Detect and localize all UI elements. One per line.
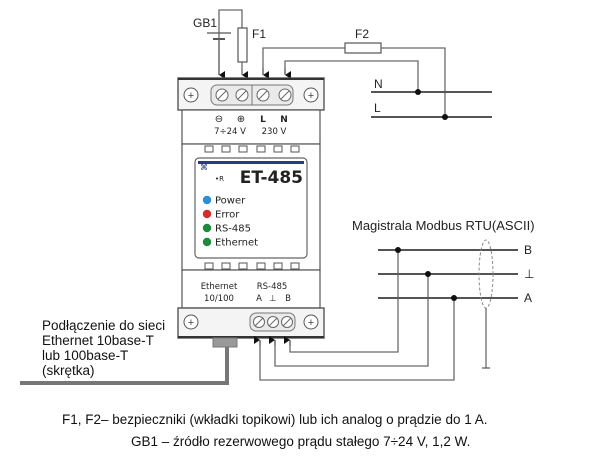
bus-b-label: B: [524, 243, 532, 257]
fuse-f1: F1: [237, 27, 266, 79]
bus-gnd-label: ⊥: [524, 267, 534, 281]
l-terminal-label: L: [260, 115, 266, 125]
note-line: Ethernet 10base-T: [42, 333, 154, 348]
led-label: Error: [215, 210, 240, 221]
note-line: lub 100base-T: [42, 348, 129, 363]
led-label: RS-485: [215, 224, 251, 235]
mains-l-label: L: [374, 101, 381, 115]
mount-screw-icon: +: [188, 90, 194, 102]
reset-label: •R: [215, 175, 224, 183]
note-line: Podłączenie do sieci: [42, 318, 166, 333]
rs485-screw-icons: [253, 316, 293, 328]
f1-label: F1: [252, 27, 266, 41]
ethernet-speed-label: 10/100: [204, 294, 234, 304]
mount-screw-icon: +: [188, 317, 194, 329]
led-ethernet-icon: [202, 237, 212, 247]
mains-n-label: N: [374, 77, 383, 91]
bus-title: Magistrala Modbus RTU(ASCII): [352, 218, 535, 233]
led-label: Power: [215, 196, 246, 207]
rs485-a-label: A: [256, 294, 262, 304]
rs485-wiring: [254, 250, 455, 381]
rs485-gnd-label: ⊥: [269, 294, 276, 304]
bus-a-label: A: [524, 291, 532, 305]
mains-wiring: F2 N L: [262, 27, 492, 120]
modbus-bus: Magistrala Modbus RTU(ASCII) B ⊥ A: [352, 218, 535, 369]
minus-symbol: ⊖: [215, 114, 223, 125]
bottom-terminal-block: Ethernet 10/100 RS-485 A ⊥ B + +: [177, 269, 325, 339]
rs485-port-label: RS-485: [257, 282, 288, 292]
led-rs-485-icon: [202, 223, 212, 233]
gb1-label: GB1: [193, 16, 217, 30]
mount-screw-icon: +: [308, 317, 314, 329]
led-label: Ethernet: [215, 238, 258, 249]
n-terminal-label: N: [280, 115, 288, 125]
battery-gb1: GB1: [193, 9, 243, 79]
battery-caption: GB1 – źródło rezerwowego prądu stałego 7…: [131, 434, 471, 449]
ethernet-cable: [20, 337, 238, 385]
vent-slots: [204, 145, 300, 270]
dc-voltage-label: 7÷24 V: [214, 127, 246, 137]
led-power-icon: [202, 195, 212, 205]
f2-label: F2: [355, 27, 369, 41]
ac-voltage-label: 230 V: [262, 127, 287, 137]
ethernet-port-label: Ethernet: [201, 282, 238, 292]
fuse-caption: F1, F2– bezpieczniki (wkładki topikowi) …: [62, 412, 488, 427]
mount-screw-icon: +: [308, 90, 314, 102]
note-line: (skrętka): [42, 363, 95, 378]
terminal-screw-icons: [215, 88, 292, 102]
brand-logo-icon: ⌘: [200, 163, 208, 172]
device-model: ET-485: [240, 168, 303, 188]
ethernet-connection-note: Podłączenie do sieci Ethernet 10base-T l…: [42, 318, 165, 378]
rs485-b-label: B: [285, 294, 291, 304]
led-error-icon: [202, 209, 212, 219]
plus-symbol: ⊕: [237, 114, 245, 125]
